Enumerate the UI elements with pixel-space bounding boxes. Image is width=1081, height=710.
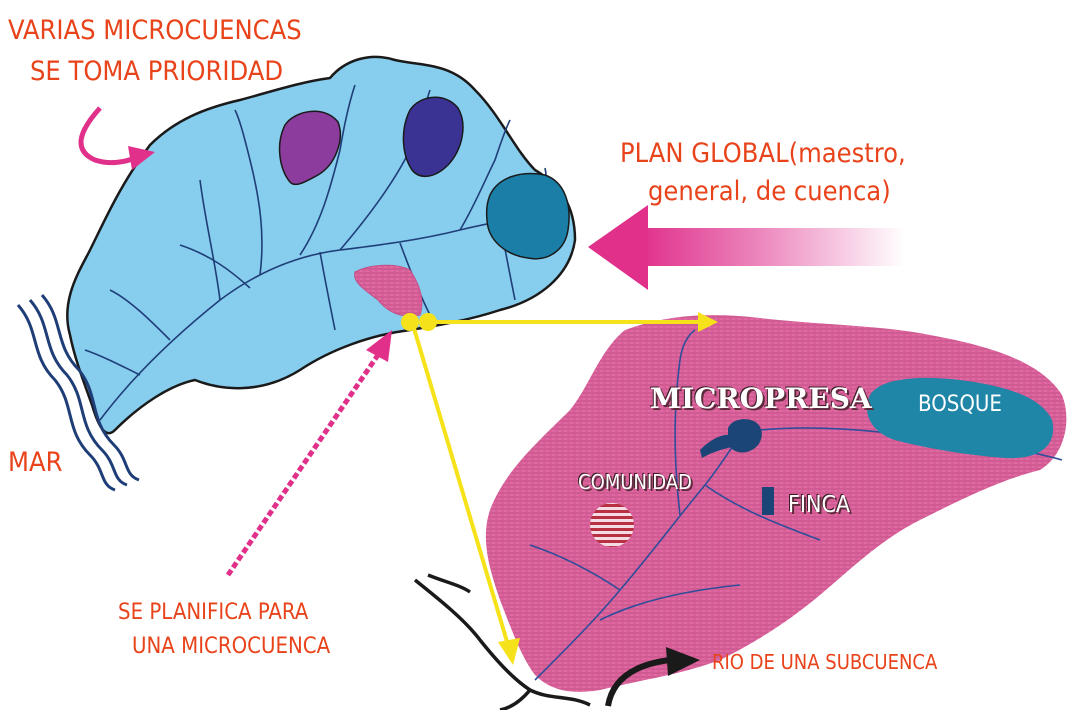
se-planifica-line-1: SE PLANIFICA PARA	[118, 600, 308, 626]
plan-global-line-1: PLAN GLOBAL(maestro,	[620, 138, 906, 170]
rio-subcuenca-label: RIO DE UNA SUBCUENCA	[712, 650, 937, 674]
plan-global-arrow	[588, 205, 905, 290]
comunidad-settlement	[590, 503, 634, 547]
se-planifica-line-2: UNA MICROCUENCA	[132, 634, 330, 660]
varias-line-1: VARIAS MICROCUENCAS	[8, 15, 302, 47]
micropresa-label: MICROPRESA	[650, 382, 872, 416]
microcuenca-detail	[486, 315, 1067, 692]
main-watershed	[67, 57, 575, 433]
microcuenca-teal	[487, 174, 569, 259]
comunidad-label: COMUNIDAD	[578, 470, 692, 494]
plan-global-line-2: general, de cuenca)	[648, 176, 891, 208]
bosque-label: BOSQUE	[918, 392, 1002, 418]
mar-label: MAR	[8, 447, 62, 479]
finca-plot	[762, 487, 774, 515]
finca-label: FINCA	[788, 492, 850, 520]
varias-line-2: SE TOMA PRIORIDAD	[30, 56, 283, 88]
